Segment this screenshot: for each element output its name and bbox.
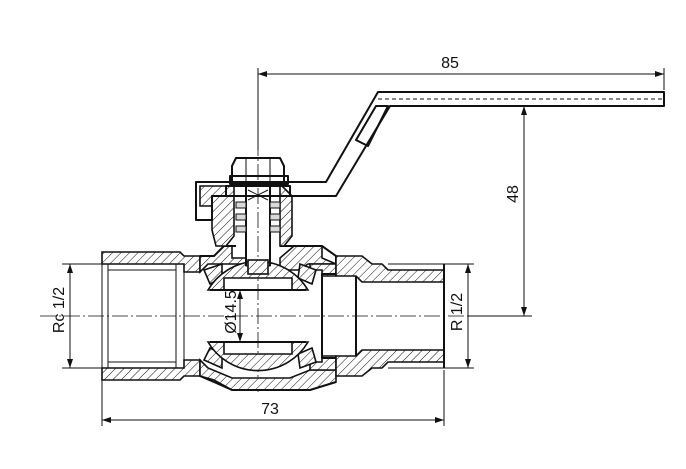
right-tailpiece [321,255,445,377]
dim-73-label: 73 [261,401,279,418]
lever-handle [195,91,665,221]
dimension-ball-bore: Ø14.5 [223,290,243,342]
dimension-handle-height: 48 [468,106,532,317]
dim-85-label: 85 [441,55,459,72]
bore-diameter-label: Ø14.5 [223,290,240,334]
dimension-female-thread: Rc 1/2 [51,263,102,369]
dimension-male-thread: R 1/2 [444,263,474,369]
dimension-overall-length: 73 [101,370,445,426]
left-nut [101,251,201,381]
dimension-handle-length: 85 [257,55,665,150]
dim-48-label: 48 [505,185,522,203]
stem-assembly [199,157,293,275]
rc-thread-label: Rc 1/2 [51,287,68,333]
r-thread-label: R 1/2 [449,293,466,331]
ball [202,260,317,372]
